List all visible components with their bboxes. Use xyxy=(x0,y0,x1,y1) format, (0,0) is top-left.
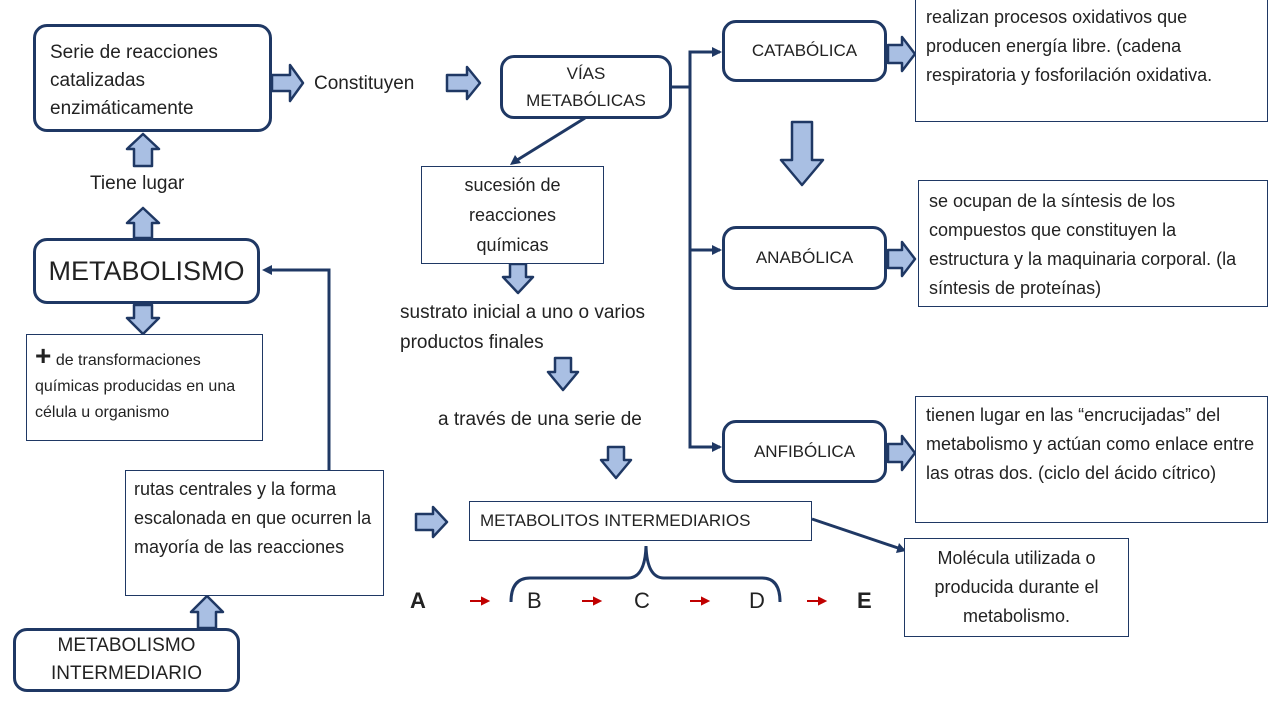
connector-vias-branch xyxy=(688,87,720,449)
arrowhead xyxy=(712,47,722,57)
metabolismo-text: METABOLISMO xyxy=(48,255,245,286)
block-arrow-right xyxy=(445,65,482,101)
serie-box: Serie de reacciones catalizadas enzimáti… xyxy=(33,24,272,132)
rutas-box: rutas centrales y la forma escalonada en… xyxy=(125,470,384,596)
tiene-lugar-label: Tiene lugar xyxy=(90,173,185,194)
block-arrow-right xyxy=(414,505,449,539)
arrowhead xyxy=(712,245,722,255)
catabolica-text: CATABÓLICA xyxy=(751,41,858,60)
sequence-letter-e: E xyxy=(857,588,872,613)
plus-sign: + xyxy=(35,340,52,371)
catabolica-desc-text: realizan procesos oxidativos que produce… xyxy=(926,7,1213,85)
block-arrow-down xyxy=(501,262,535,295)
sequence-letter-c: C xyxy=(634,588,650,613)
sequence-letter-d: D xyxy=(749,588,765,613)
block-arrow-right xyxy=(886,240,917,278)
catabolica-desc-box: realizan procesos oxidativos que produce… xyxy=(915,0,1268,122)
curly-brace xyxy=(509,545,782,603)
connector-rutas-metabolismo xyxy=(265,268,331,474)
metabolismo-box: METABOLISMO xyxy=(33,238,260,304)
anfibolica-text: ANFIBÓLICA xyxy=(753,441,856,461)
vias-text: VÍAS METABÓLICAS xyxy=(526,64,646,110)
transformaciones-box: + de transformaciones químicas producida… xyxy=(26,334,263,441)
a-traves-label: a través de una serie de xyxy=(438,409,642,430)
block-arrow-right xyxy=(886,35,917,73)
rutas-text: rutas centrales y la forma escalonada en… xyxy=(134,479,372,557)
sucesion-text: sucesión de reacciones químicas xyxy=(464,175,561,255)
metabolitos-box: METABOLITOS INTERMEDIARIOS xyxy=(469,501,812,541)
anabolica-desc-text: se ocupan de la síntesis de los compuest… xyxy=(929,191,1237,298)
anabolica-desc-box: se ocupan de la síntesis de los compuest… xyxy=(918,180,1268,307)
connector-vias-sucesion xyxy=(513,116,586,164)
anabolica-text: ANABÓLICA xyxy=(755,248,854,267)
molecula-box: Molécula utilizada o producida durante e… xyxy=(904,538,1129,637)
block-arrow-up xyxy=(125,206,161,240)
anfibolica-box: ANFIBÓLICA xyxy=(722,420,887,483)
connector-vias-branch xyxy=(672,50,720,89)
metabolismo-intermediario-box: METABOLISMO INTERMEDIARIO xyxy=(13,628,240,692)
block-arrow-down xyxy=(779,120,825,187)
serie-text: Serie de reacciones catalizadas enzimáti… xyxy=(50,42,218,119)
anabolica-box: ANABÓLICA xyxy=(722,226,887,290)
molecula-text: Molécula utilizada o producida durante e… xyxy=(934,548,1099,626)
vias-box: VÍAS METABÓLICAS xyxy=(500,55,672,119)
transformaciones-text: + de transformaciones químicas producida… xyxy=(35,340,254,426)
arrowhead xyxy=(262,265,272,275)
sustrato-label: sustrato inicial a uno o varios producto… xyxy=(400,302,646,353)
block-arrow-right xyxy=(886,434,917,472)
sequence-letter-b: B xyxy=(527,588,542,613)
block-arrow-down xyxy=(125,303,161,336)
catabolica-box: CATABÓLICA xyxy=(722,20,887,82)
arrowhead xyxy=(510,155,521,165)
connector-metabolitos-molecula xyxy=(811,517,905,552)
transformaciones-desc: de transformaciones químicas producidas … xyxy=(35,352,236,421)
block-arrow-down xyxy=(546,356,580,392)
sequence-letter-a: A xyxy=(410,588,426,613)
constituyen-label: Constituyen xyxy=(314,73,415,94)
anfibolica-desc-text: tienen lugar en las “encrucijadas” del m… xyxy=(926,405,1255,483)
block-arrow-down xyxy=(599,445,633,480)
block-arrow-right xyxy=(270,63,305,103)
anfibolica-desc-box: tienen lugar en las “encrucijadas” del m… xyxy=(915,396,1268,523)
metabolismo-intermediario-text: METABOLISMO INTERMEDIARIO xyxy=(51,635,202,684)
block-arrow-up xyxy=(189,594,225,630)
block-arrow-up xyxy=(125,132,161,168)
arrowhead xyxy=(896,543,906,553)
metabolitos-text: METABOLITOS INTERMEDIARIOS xyxy=(480,511,751,530)
arrowhead xyxy=(712,442,722,452)
sucesion-box: sucesión de reacciones químicas xyxy=(421,166,604,264)
